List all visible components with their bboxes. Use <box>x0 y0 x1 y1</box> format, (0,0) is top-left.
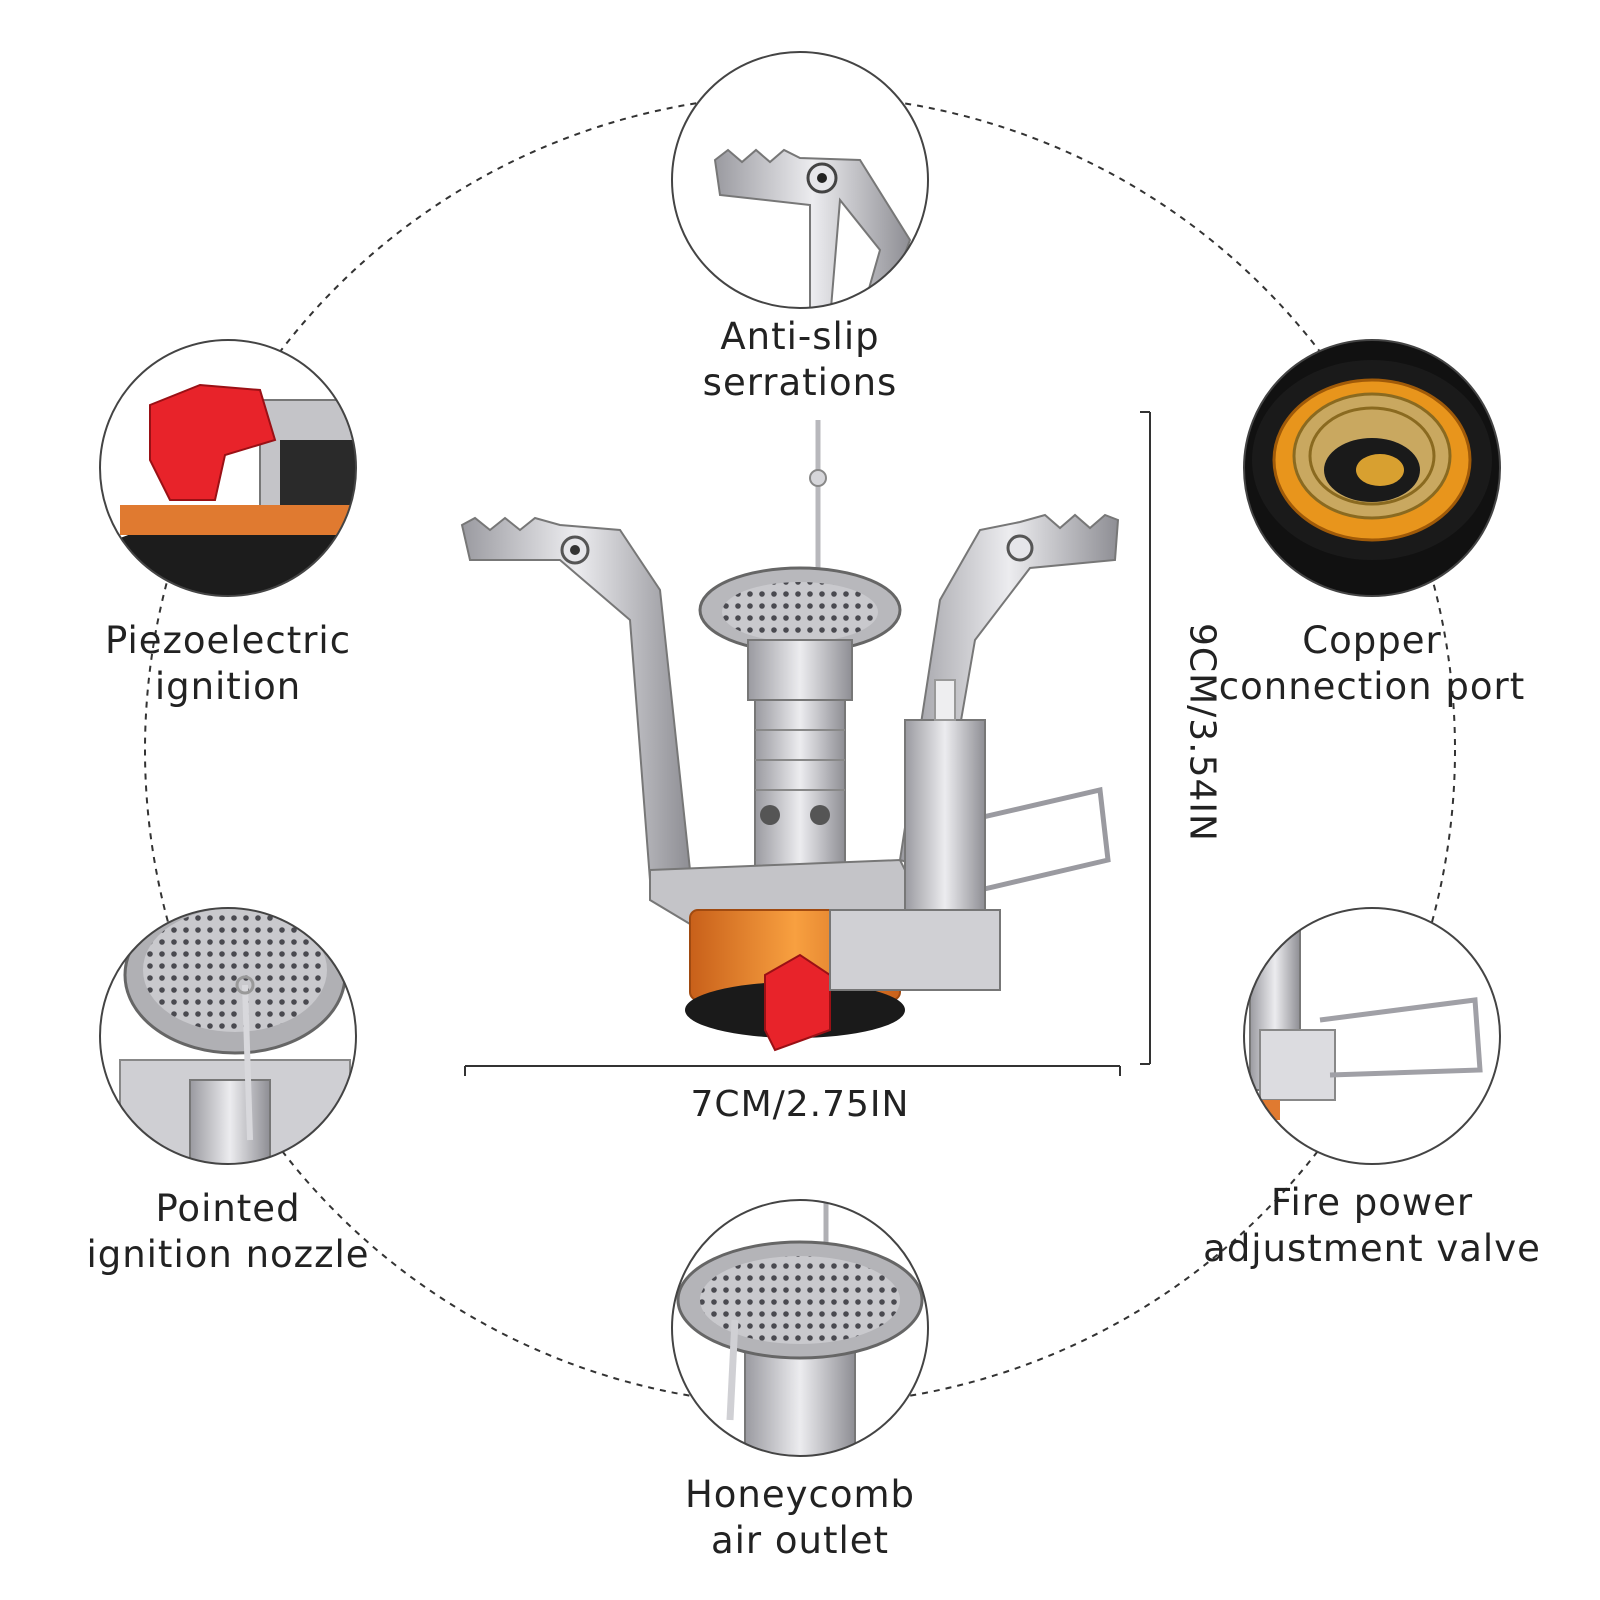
valve-detail-circle <box>1243 907 1501 1165</box>
copper-label-line1: Copper <box>1302 619 1442 662</box>
height-dimension-line <box>1140 411 1151 1065</box>
wire-valve-handle-icon <box>1249 908 1483 1120</box>
piezo-detail-circle <box>99 339 357 597</box>
piezo-label: Piezoelectric ignition <box>28 618 428 710</box>
threaded-port-icon <box>1252 360 1492 560</box>
nozzle-label: Pointed ignition nozzle <box>28 1186 428 1278</box>
width-dimension-label: 7CM/2.75IN <box>690 1084 910 1125</box>
camping-stove-illustration <box>460 420 1120 1052</box>
copper-label-line2: connection port <box>1218 665 1526 708</box>
nozzle-detail-circle <box>99 907 357 1165</box>
valve-label-line1: Fire power <box>1270 1181 1474 1224</box>
perforated-burner-icon <box>676 1200 924 1456</box>
nozzle-label-line2: ignition nozzle <box>86 1233 370 1276</box>
anti-slip-label-line1: Anti-slip <box>720 315 880 358</box>
honeycomb-label-line2: air outlet <box>710 1519 890 1562</box>
piezo-label-line2: ignition <box>154 665 302 708</box>
anti-slip-detail-circle <box>671 51 929 309</box>
honeycomb-label: Honeycomb air outlet <box>600 1472 1000 1564</box>
valve-label-line2: adjustment valve <box>1203 1227 1541 1270</box>
piezo-label-line1: Piezoelectric <box>104 619 352 662</box>
width-dimension-line <box>464 1065 1121 1076</box>
honeycomb-label-line1: Honeycomb <box>684 1473 916 1516</box>
valve-label: Fire power adjustment valve <box>1172 1180 1572 1272</box>
height-dimension-label: 9CM/3.54IN <box>1181 623 1223 842</box>
nozzle-label-line1: Pointed <box>155 1187 301 1230</box>
honeycomb-detail-circle <box>671 1199 929 1457</box>
anti-slip-label-line2: serrations <box>702 361 898 404</box>
anti-slip-label: Anti-slip serrations <box>600 314 1000 406</box>
copper-port-detail-circle <box>1243 339 1501 597</box>
burner-head-icon <box>119 908 351 1164</box>
copper-label: Copper connection port <box>1172 618 1572 710</box>
